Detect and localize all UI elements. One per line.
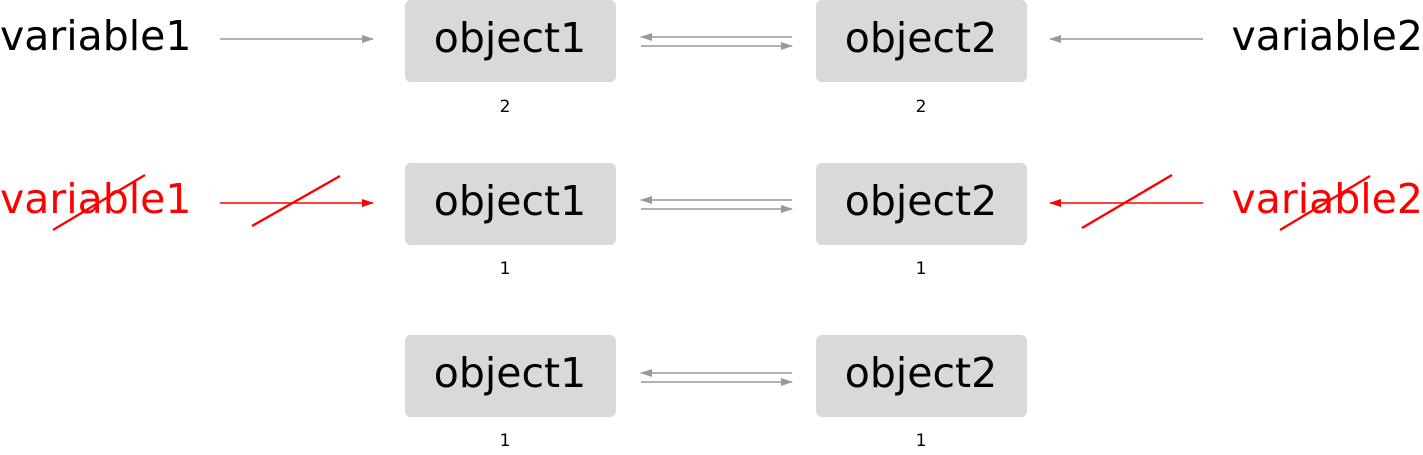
right-variable-strike	[1279, 174, 1371, 232]
object1-box	[405, 0, 616, 82]
object2-label: object2	[845, 14, 997, 62]
object1-label: object1	[434, 14, 586, 62]
object1-refcount: 1	[500, 431, 511, 451]
left-variable-label-deleted: variable1	[0, 175, 192, 223]
object1-box	[405, 163, 616, 245]
object2-box	[816, 163, 1027, 245]
left-variable-strike	[52, 173, 146, 232]
object1-box	[405, 335, 616, 417]
object1-refcount: 2	[500, 97, 511, 117]
object2-refcount: 2	[916, 97, 927, 117]
right-arrow-strike	[1081, 173, 1173, 230]
left-variable-label: variable1	[0, 12, 192, 60]
object2-label: object2	[845, 349, 997, 397]
object2-refcount: 1	[916, 259, 927, 279]
object1-refcount: 1	[500, 259, 511, 279]
object2-refcount: 1	[916, 431, 927, 451]
right-variable-label-deleted: variable2	[1232, 175, 1423, 223]
row-2: variable1 object1 object2 variable2 1 1	[0, 163, 1423, 279]
object2-box	[816, 335, 1027, 417]
object2-box	[816, 0, 1027, 82]
object2-label: object2	[845, 177, 997, 225]
right-variable-label: variable2	[1232, 12, 1423, 60]
object1-label: object1	[434, 177, 586, 225]
row-3: object1 object2 1 1	[405, 335, 1027, 451]
row-1: variable1 object1 object2 variable2 2 2	[0, 0, 1423, 117]
left-arrow-strike	[251, 174, 341, 228]
object1-label: object1	[434, 349, 586, 397]
